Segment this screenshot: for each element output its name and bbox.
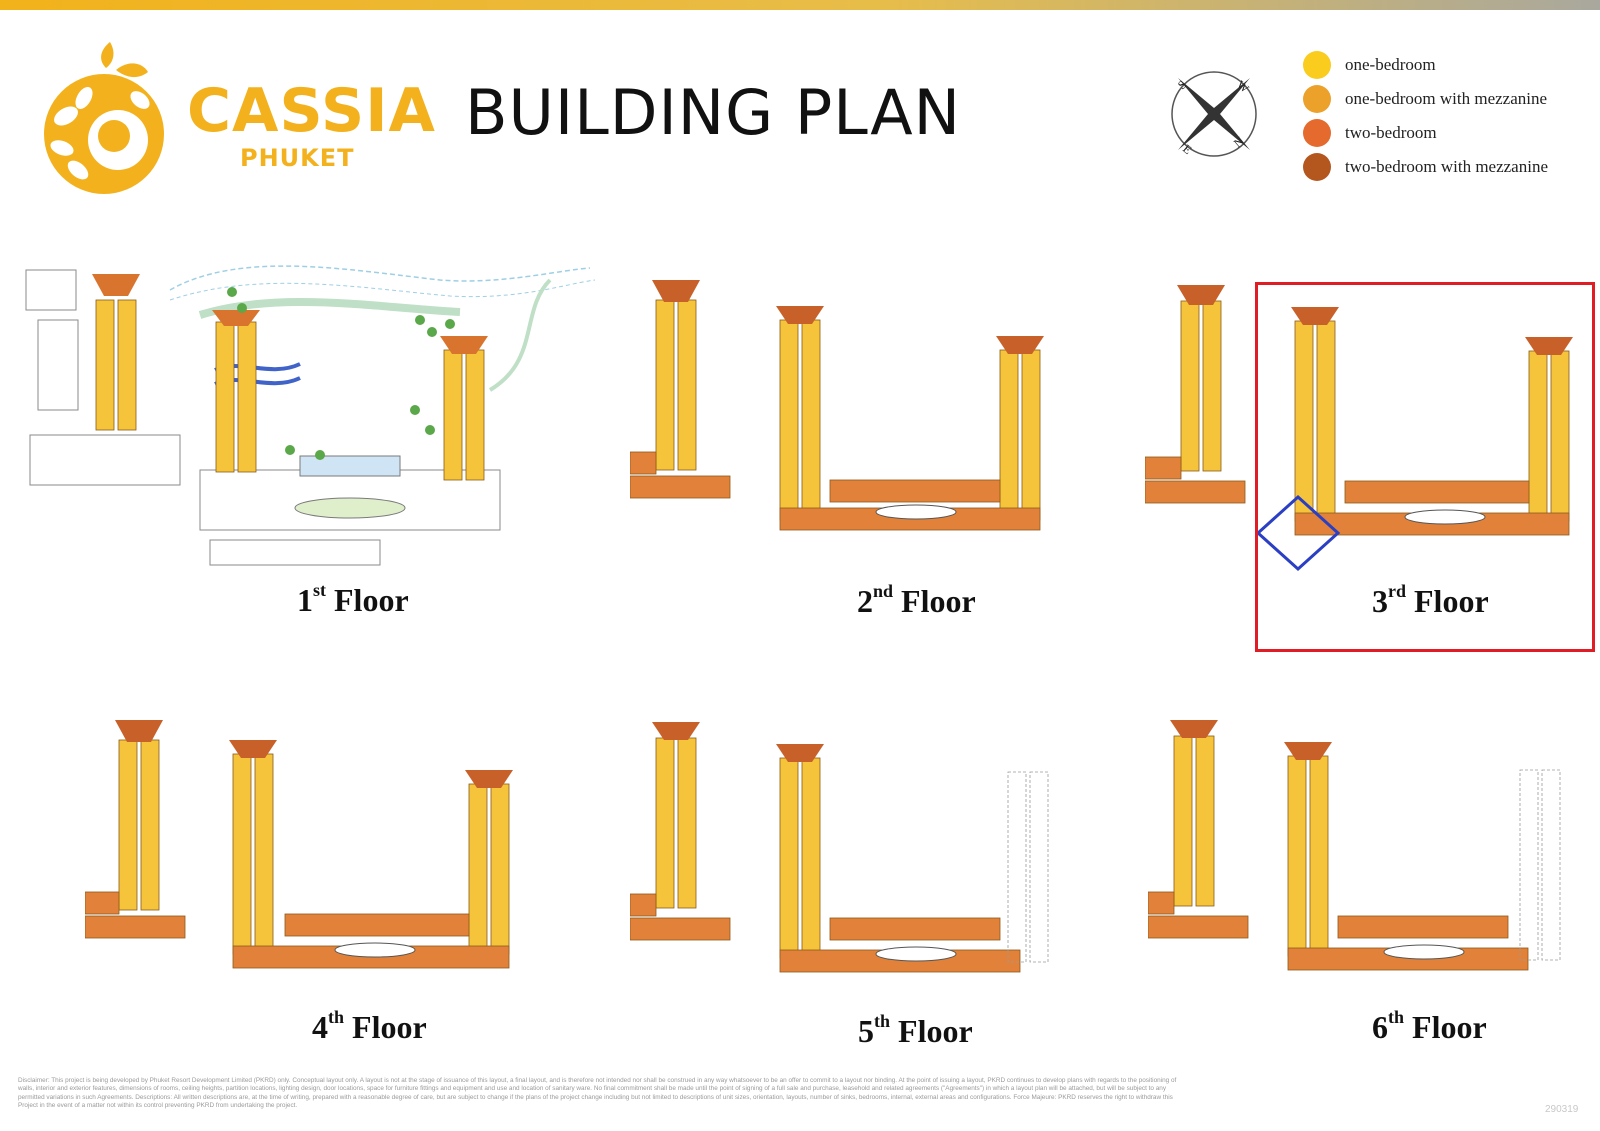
- floor-1-label: 1st Floor: [297, 580, 409, 619]
- floor-suffix: th: [328, 1007, 345, 1027]
- legend-item: two-bedroom: [1303, 116, 1548, 150]
- floor-5-label: 5th Floor: [858, 1011, 973, 1050]
- floor-1-plan[interactable]: [20, 260, 600, 580]
- floor-2-label: 2nd Floor: [857, 581, 976, 620]
- legend-item: two-bedroom with mezzanine: [1303, 150, 1548, 184]
- floor-4-label: 4th Floor: [312, 1007, 427, 1046]
- floor-number: 4: [312, 1009, 328, 1045]
- brand-name: CASSIA: [187, 76, 436, 146]
- legend-swatch: [1303, 85, 1331, 113]
- brand-subtitle: PHUKET: [240, 144, 355, 172]
- floor-suffix: rd: [1388, 581, 1406, 601]
- floor-number: 5: [858, 1013, 874, 1049]
- floor-suffix: nd: [873, 581, 894, 601]
- floor-suffix: th: [1388, 1007, 1405, 1027]
- floor-word: Floor: [1414, 583, 1489, 619]
- floor-number: 3: [1372, 583, 1388, 619]
- legend-label: two-bedroom: [1345, 123, 1437, 142]
- legend-label: two-bedroom with mezzanine: [1345, 157, 1548, 176]
- floor-suffix: st: [313, 580, 326, 600]
- legend-label: one-bedroom with mezzanine: [1345, 89, 1548, 108]
- page-title: BUILDING PLAN: [465, 76, 962, 149]
- floor-number: 2: [857, 583, 873, 619]
- floor-2-plan[interactable]: [630, 280, 1080, 560]
- floor-3-label: 3rd Floor: [1372, 581, 1489, 620]
- legend-swatch: [1303, 51, 1331, 79]
- unit-type-legend: one-bedroom one-bedroom with mezzanine t…: [1303, 48, 1548, 184]
- floor-word: Floor: [352, 1009, 427, 1045]
- floor-6-label: 6th Floor: [1372, 1007, 1487, 1046]
- floor-4-plan[interactable]: [85, 720, 535, 1000]
- legend-swatch: [1303, 119, 1331, 147]
- compass-icon: S W N E: [1171, 71, 1257, 157]
- floor-6-plan[interactable]: [1148, 720, 1588, 1000]
- legend-label: one-bedroom: [1345, 55, 1436, 74]
- floor-word: Floor: [1412, 1009, 1487, 1045]
- compass-south: S: [1175, 77, 1189, 92]
- floor-word: Floor: [334, 582, 409, 618]
- floor-number: 1: [297, 582, 313, 618]
- top-accent-bar: [0, 0, 1600, 10]
- floor-5-plan[interactable]: [630, 722, 1080, 1002]
- disclaimer-text: Disclaimer: This project is being develo…: [18, 1077, 1177, 1110]
- floor-3-plan[interactable]: [1145, 285, 1595, 585]
- legend-item: one-bedroom: [1303, 48, 1548, 82]
- floor-word: Floor: [898, 1013, 973, 1049]
- legend-swatch: [1303, 153, 1331, 181]
- floor-suffix: th: [874, 1011, 891, 1031]
- legend-item: one-bedroom with mezzanine: [1303, 82, 1548, 116]
- floor-number: 6: [1372, 1009, 1388, 1045]
- selected-floor-highlight: [1255, 282, 1595, 652]
- floor-word: Floor: [901, 583, 976, 619]
- document-code: 290319: [1545, 1104, 1579, 1115]
- cassia-logo-icon: [44, 42, 164, 194]
